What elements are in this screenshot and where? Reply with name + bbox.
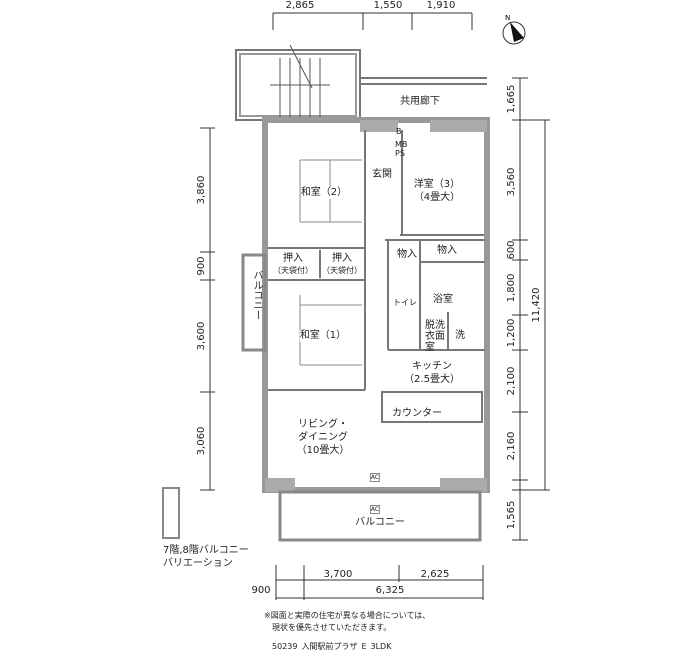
dim-right-5: 1,200	[506, 318, 517, 348]
dim-left-3: 3,600	[196, 321, 207, 351]
staircase	[235, 44, 487, 121]
dim-left-4: 3,060	[196, 426, 207, 456]
dim-right-3: 600	[506, 240, 517, 260]
dim-right-6: 2,100	[506, 366, 517, 396]
side-balcony-label: バルコニー	[251, 270, 262, 320]
corridor-label: 共用廊下	[400, 96, 440, 107]
walls	[162, 117, 490, 542]
dimension-lines	[200, 12, 550, 600]
closet-2-sub: （天袋付）	[322, 266, 362, 275]
dim-top-1: 2,865	[285, 0, 315, 11]
mbps-label: MB PS	[395, 140, 408, 158]
washroom-label: 脱洗衣面室	[425, 320, 445, 353]
closet-2-label: 押入	[332, 253, 352, 264]
dim-right-2: 3,560	[506, 167, 517, 197]
north-arrow-icon: N	[502, 14, 526, 45]
toilet-label: トイレ	[393, 298, 417, 307]
storage-1-label: 物入	[397, 249, 417, 260]
disclaimer-line-1: ※図面と実際の住宅が異なる場合については、	[264, 611, 431, 620]
western-room-3-size: （4畳大）	[413, 192, 461, 203]
kitchen-size: （2.5畳大）	[404, 374, 460, 385]
dim-right-1: 1,665	[506, 84, 517, 114]
ac-label-2: AC	[369, 505, 381, 514]
japanese-room-1-label: 和室（1）	[299, 330, 347, 342]
western-room-3-label: 洋室（3）	[413, 179, 461, 190]
bath-label: 浴室	[433, 294, 453, 305]
dim-left-2: 900	[196, 256, 207, 276]
dim-right-7: 2,160	[506, 431, 517, 461]
storage-2-label: 物入	[437, 245, 457, 256]
washer-label: 洗	[455, 330, 465, 341]
living-label: リビング・	[298, 419, 348, 430]
living-label-2: ダイニング	[298, 432, 348, 443]
dim-bottom-total: 6,325	[375, 585, 405, 596]
dim-right-total: 11,420	[531, 287, 542, 323]
japanese-room-2-label: 和室（2）	[300, 187, 348, 199]
disclaimer-line-2: 現状を優先させていただきます。	[272, 623, 392, 632]
plan-id: 50239_入間駅前プラザ_E_3LDK	[272, 642, 392, 650]
balcony-label: バルコニー	[355, 517, 405, 528]
counter-label: カウンター	[392, 408, 442, 419]
entrance-label: 玄関	[372, 169, 392, 180]
dim-bottom-2: 3,700	[323, 569, 353, 580]
ac-label-1: AC	[369, 473, 381, 482]
variation-note: 7階,8階バルコニー	[163, 545, 249, 556]
variation-note-2: バリエーション	[163, 558, 233, 569]
kitchen-label: キッチン	[412, 361, 452, 372]
dim-right-4: 1,800	[506, 273, 517, 303]
mb-label: B	[396, 127, 402, 136]
living-size: （10畳大）	[296, 445, 350, 456]
svg-text:N: N	[505, 14, 510, 22]
dim-left-1: 3,860	[196, 175, 207, 205]
dim-top-3: 1,910	[426, 0, 456, 11]
dim-top-2: 1,550	[373, 0, 403, 11]
dim-bottom-3: 2,625	[420, 569, 450, 580]
dim-bottom-1: 900	[251, 585, 271, 596]
dim-right-8: 1,565	[506, 500, 517, 530]
closet-1-label: 押入	[283, 253, 303, 264]
closet-1-sub: （天袋付）	[273, 266, 313, 275]
